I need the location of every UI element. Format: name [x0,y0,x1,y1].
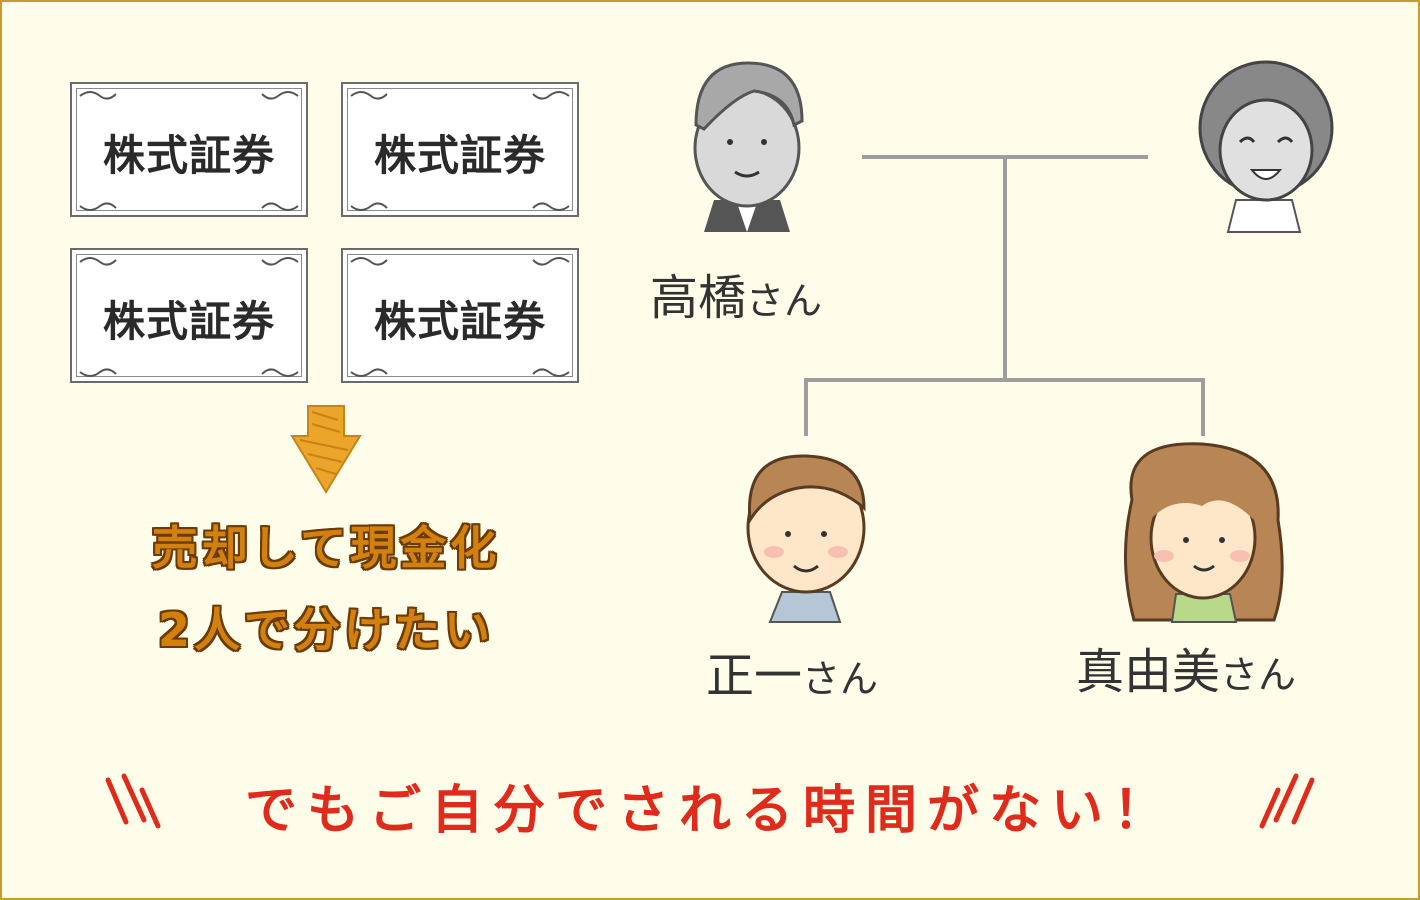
message-line-1: 売却して現金化 [151,521,501,575]
daughter-name-label: 真由美さん [1076,632,1356,702]
family-tree-lines [804,155,1205,436]
stock-certificate: 株式証券 [70,82,308,217]
daughter-avatar-icon [1124,442,1284,623]
daughter-suffix: さん [1220,653,1297,697]
certificate-title: 株式証券 [102,297,275,346]
stock-certificate: 株式証券 [70,248,308,383]
father-name-label: 高橋さん [650,258,860,328]
emphasis-marks-icon [105,773,1315,829]
father-avatar-icon [693,61,804,232]
son-name-label: 正一さん [706,636,926,706]
down-arrow-icon [290,405,362,494]
stock-certificate: 株式証券 [341,248,579,383]
mother-avatar-icon [1198,60,1334,233]
stock-certificate: 株式証券 [341,82,579,217]
father-name: 高橋 [650,270,747,326]
father-suffix: さん [746,279,823,323]
son-suffix: さん [802,657,879,701]
bottom-message: でもご自分でされる時間がない！ [244,781,1175,841]
certificate-ornament-icon [79,91,570,377]
message-line-2: 2人で分けたい [157,603,494,657]
daughter-name: 真由美 [1076,644,1221,700]
son-name: 正一 [706,648,803,704]
certificate-title: 株式証券 [373,297,546,346]
certificate-title: 株式証券 [102,131,275,180]
certificate-title: 株式証券 [373,131,546,180]
son-avatar-icon [746,454,866,623]
